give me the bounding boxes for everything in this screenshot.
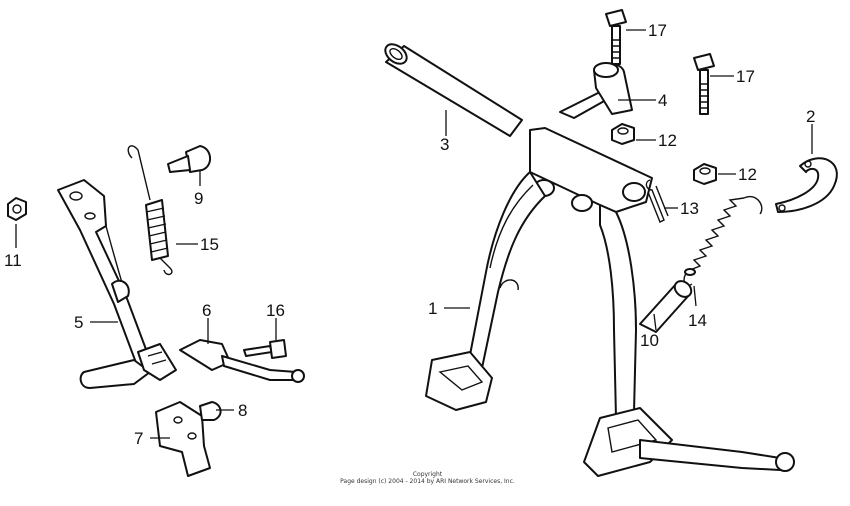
callout-6: 6 <box>202 301 211 320</box>
part-2-plate <box>775 157 838 213</box>
part-1-main-stand <box>425 127 795 477</box>
part-7-bracket <box>155 401 211 477</box>
part-12-nut-right <box>693 163 717 185</box>
part-17-bolt-right <box>693 53 715 115</box>
callout-15: 15 <box>200 235 219 254</box>
callout-4: 4 <box>658 91 667 110</box>
callout-12-right: 12 <box>738 165 757 184</box>
copyright-notice: Page design (c) 2004 - 2014 by ARI Netwo… <box>340 478 515 485</box>
part-8-rubber <box>199 401 222 421</box>
callout-12-upper: 12 <box>658 131 677 150</box>
copyright-label: Copyright <box>412 471 443 478</box>
callout-14: 14 <box>688 311 707 330</box>
callout-11: 11 <box>4 251 22 270</box>
callout-2: 2 <box>806 107 815 126</box>
callout-5: 5 <box>74 313 83 332</box>
part-9-pivot-bolt <box>167 145 211 173</box>
callout-13: 13 <box>680 199 699 218</box>
callout-8: 8 <box>238 401 247 420</box>
part-15-spring <box>127 145 173 276</box>
part-11-nut <box>7 197 27 221</box>
part-10-collar <box>639 280 693 333</box>
part-6-arm <box>179 339 305 383</box>
part-4-bracket <box>559 62 633 119</box>
part-14-spring <box>683 195 763 287</box>
callout-9: 9 <box>194 189 203 208</box>
callout-17-right: 17 <box>736 67 755 86</box>
part-12-nut-upper <box>611 123 635 145</box>
callout-17-upper: 17 <box>648 21 667 40</box>
part-17-bolt-upper <box>605 9 627 65</box>
part-13-cotter-pin <box>645 179 669 223</box>
leader-lines <box>15 29 813 439</box>
callout-10: 10 <box>640 331 659 350</box>
callout-16: 16 <box>266 301 285 320</box>
part-5-side-stand <box>57 179 177 389</box>
callout-7: 7 <box>134 429 143 448</box>
part-16-bolt <box>243 339 287 359</box>
part-3-pivot-pipe <box>384 43 523 137</box>
callout-1: 1 <box>428 299 437 318</box>
callout-3: 3 <box>440 135 449 154</box>
callout-labels: 1 2 3 4 5 6 7 8 9 10 11 12 12 13 14 15 1… <box>4 21 815 448</box>
